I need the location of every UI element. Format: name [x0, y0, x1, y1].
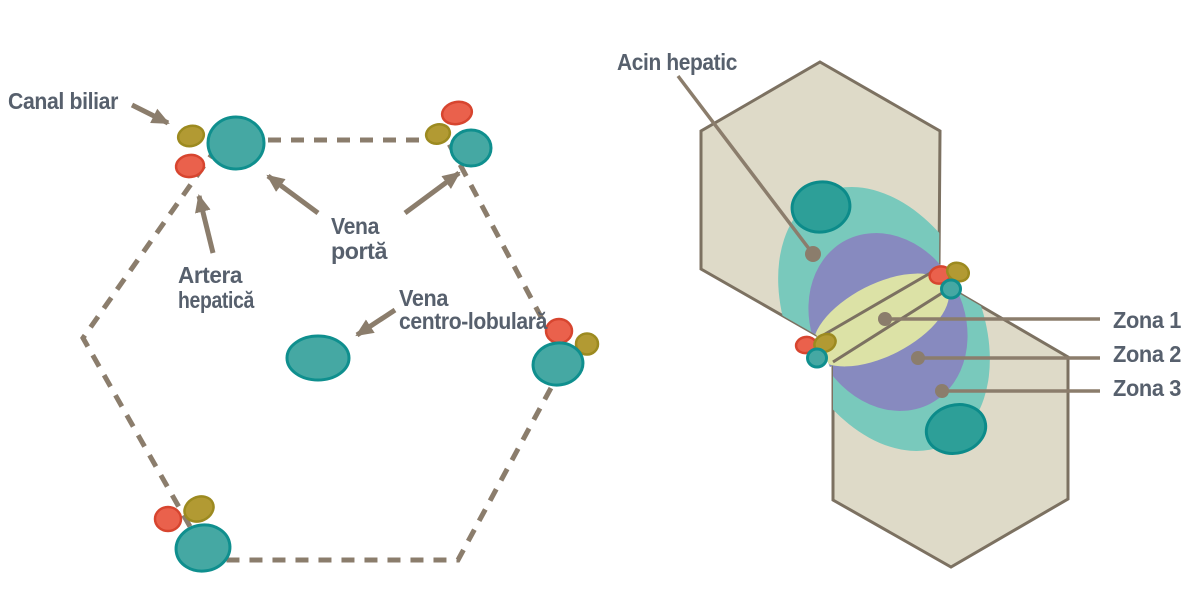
vena-centrolobulara-label-line1: Vena: [399, 285, 449, 311]
hepatic-artery-blob: [153, 505, 183, 533]
bile-duct-blob: [183, 495, 215, 523]
artera-hepatica-arrow-icon: [195, 194, 216, 254]
vena-porta-label-line1: Vena: [331, 213, 380, 239]
canal-biliar-arrow-icon: [130, 102, 170, 126]
zona-3-pointer: [935, 384, 1100, 398]
central-vein-ellipse: [285, 334, 351, 382]
portal-triad-top-left: [174, 115, 266, 179]
canal-biliar-label: Canal biliar: [8, 88, 118, 114]
vena-centrolobulara-arrow-icon: [355, 307, 397, 338]
leader-dot: [935, 384, 949, 398]
acin-hepatic-label: Acin hepatic: [617, 49, 738, 75]
portal-triad-top-right: [424, 100, 493, 168]
artera-hepatica-label-line2: hepatică: [178, 287, 255, 313]
acin-hepatic-pointer: [676, 74, 821, 262]
lobule-edge-bottom: [832, 286, 951, 364]
lobule-edge-top: [819, 266, 940, 339]
portal-vein-circle: [806, 347, 828, 369]
zona-1-pointer: [878, 312, 1100, 326]
leader-dot: [805, 246, 821, 262]
central-vein-top: [790, 180, 852, 234]
vena-centrolobulara-label-line2: centro-lobulară: [399, 308, 548, 334]
portal-vein-circle: [449, 128, 493, 168]
zona-2-label: Zona 2: [1113, 341, 1181, 367]
artera-hepatica-label-line1: Artera: [178, 262, 243, 288]
portal-triad-bottom-left: [153, 495, 232, 573]
hepatic-artery-blob: [440, 100, 474, 126]
hepatic-acinus-diagram: Acin hepatic Zona 1 Zona 2 Zona 3: [617, 49, 1182, 569]
bile-duct-blob: [424, 123, 452, 145]
bile-duct-blob: [574, 332, 600, 356]
central-vein-bottom: [924, 403, 988, 455]
portal-vein-circle: [174, 523, 232, 573]
portal-vein-circle: [206, 115, 266, 171]
zona-2-pointer: [911, 351, 1100, 365]
portal-triad-right: [531, 317, 600, 387]
portal-vein-circle: [531, 341, 585, 387]
vena-porta-left-arrow-icon: [266, 173, 320, 216]
portal-triad-acinus-right: [928, 261, 971, 300]
hepatic-artery-blob: [174, 153, 206, 179]
hepatic-lobule-diagram: Canal biliar Artera hepatică Vena portă …: [8, 88, 600, 573]
lobule-dashed-hexagon-outline: [80, 137, 568, 563]
vena-porta-label-line2: portă: [331, 238, 388, 264]
leader-dot: [911, 351, 925, 365]
portal-vein-circle: [940, 278, 962, 300]
zona-1-label: Zona 1: [1113, 307, 1182, 333]
bile-duct-blob: [813, 332, 837, 354]
leader-dot: [878, 312, 892, 326]
leader-line: [676, 74, 815, 256]
portal-triad-acinus-left: [794, 332, 837, 369]
zona-3-label: Zona 3: [1113, 375, 1181, 401]
hepatic-artery-blob: [544, 317, 574, 345]
vena-porta-right-arrow-icon: [403, 170, 461, 216]
bile-duct-blob: [176, 124, 206, 148]
